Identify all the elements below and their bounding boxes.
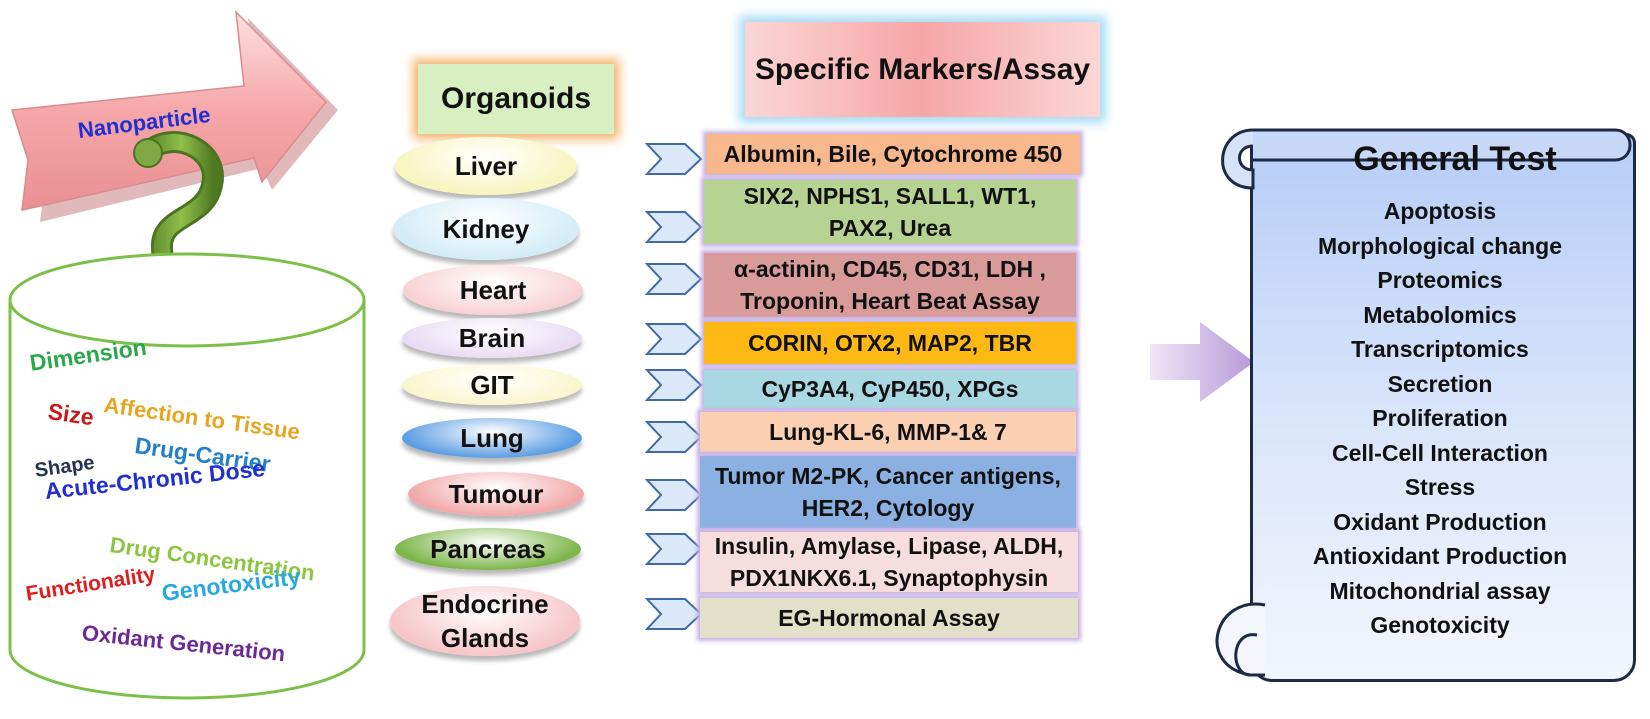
marker-box: Tumor M2-PK, Cancer antigens, HER2, Cyto… <box>700 456 1076 528</box>
organoid-label: Lung <box>460 423 524 453</box>
organoids-header: Organoids <box>418 64 614 134</box>
general-test-item: Mitochondrial assay <box>1329 577 1551 604</box>
organoid-kidney: Kidney <box>393 198 579 260</box>
organoid-pancreas: Pancreas <box>395 528 581 570</box>
general-test-scroll <box>1250 133 1636 682</box>
organoid-brain: Brain <box>402 318 582 358</box>
markers-header: Specific Markers/Assay <box>745 22 1100 117</box>
organoid-label: GIT <box>470 370 514 400</box>
chevron-right-icon <box>645 421 703 453</box>
marker-text: CORIN, OTX2, MAP2, TBR <box>748 330 1032 356</box>
general-test-item: Apoptosis <box>1383 198 1497 224</box>
general-test-item: Genotoxicity <box>1370 612 1510 638</box>
organoid-label: Brain <box>458 323 526 353</box>
chevron-right-icon <box>645 598 703 630</box>
marker-box: Albumin, Bile, Cytochrome 450 <box>706 134 1080 174</box>
general-test-item: Antioxidant Production <box>1312 543 1568 569</box>
marker-box: Lung-KL-6, MMP-1& 7 <box>700 412 1076 452</box>
general-test-item: Morphological change <box>1317 232 1563 259</box>
chevron-right-icon <box>645 533 703 565</box>
general-test-item: Stress <box>1404 474 1476 500</box>
marker-text: CyP3A4, CyP450, XPGs <box>761 376 1019 402</box>
general-test-title: General Test <box>1353 140 1557 178</box>
marker-box: α-actinin, CD45, CD31, LDH , Troponin, H… <box>704 253 1076 317</box>
organoid-tumour: Tumour <box>408 472 584 516</box>
marker-box: SIX2, NPHS1, SALL1, WT1, PAX2, Urea <box>704 180 1076 244</box>
chevron-right-icon <box>645 369 703 401</box>
organoid-label: Endocrine Glands <box>421 589 549 653</box>
marker-box: CORIN, OTX2, MAP2, TBR <box>704 322 1076 364</box>
cylinder-container <box>8 252 366 700</box>
organoid-label: Tumour <box>448 479 544 509</box>
marker-text: Tumor M2-PK, Cancer antigens, HER2, Cyto… <box>715 463 1061 521</box>
marker-box: Insulin, Amylase, Lipase, ALDH, PDX1NKX6… <box>700 532 1078 592</box>
organoid-liver: Liver <box>395 137 577 195</box>
marker-text: EG-Hormonal Assay <box>778 605 1000 631</box>
organoid-label: Heart <box>459 275 527 305</box>
marker-box: EG-Hormonal Assay <box>700 598 1078 638</box>
chevron-right-icon <box>645 211 703 243</box>
chevron-right-icon <box>645 263 703 295</box>
organoid-heart: Heart <box>403 265 583 315</box>
chevron-right-icon <box>645 479 703 511</box>
organoid-git: GIT <box>402 365 582 405</box>
marker-text: Lung-KL-6, MMP-1& 7 <box>769 419 1007 445</box>
general-test-item: Oxidant Production <box>1333 508 1547 535</box>
general-test-item: Transcriptomics <box>1351 336 1529 362</box>
marker-text: Albumin, Bile, Cytochrome 450 <box>723 141 1063 167</box>
organoid-label: Pancreas <box>430 534 546 564</box>
general-test-item: Metabolomics <box>1363 301 1517 328</box>
nanoparticle-illustration <box>8 9 366 700</box>
chevron-right-icon <box>645 323 703 355</box>
marker-text: α-actinin, CD45, CD31, LDH , Troponin, H… <box>734 256 1046 314</box>
nanoparticle-arrow <box>11 9 338 222</box>
general-test-item: Secretion <box>1387 370 1493 397</box>
organoid-endocrine-glands: Endocrine Glands <box>390 586 580 656</box>
general-test-item: Proteomics <box>1377 267 1503 293</box>
chevron-right-icon <box>645 143 703 175</box>
organoid-label: Kidney <box>442 214 530 244</box>
general-test-item: Proliferation <box>1372 405 1508 431</box>
marker-text: Insulin, Amylase, Lipase, ALDH, PDX1NKX6… <box>714 533 1064 591</box>
organoid-label: Liver <box>454 151 518 181</box>
marker-box: CyP3A4, CyP450, XPGs <box>704 370 1076 408</box>
general-test-item: Cell-Cell Interaction <box>1332 439 1548 466</box>
organoid-lung: Lung <box>402 418 582 458</box>
general-test-arrow-icon <box>1150 322 1254 402</box>
marker-text: SIX2, NPHS1, SALL1, WT1, PAX2, Urea <box>743 183 1037 241</box>
scroll-curl-icon <box>1215 128 1632 677</box>
